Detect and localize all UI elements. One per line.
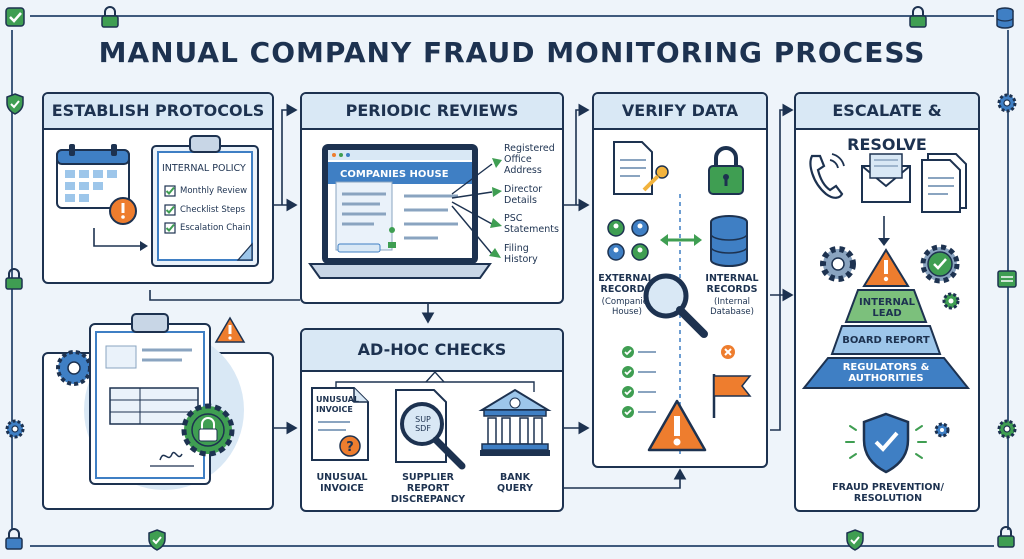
output-registered-office: Registered Office Address: [504, 143, 555, 176]
server-icon: [997, 270, 1017, 288]
output-arrows: [451, 158, 502, 258]
internal-records-title: INTERNAL RECORDS: [705, 273, 759, 295]
shield-check-icon: [846, 529, 864, 551]
companies-house-site-label: COMPANIES HOUSE: [340, 169, 449, 180]
adhoc-item-supplier-report: SUPPLIER REPORT DISCREPANCY: [390, 472, 466, 505]
gear-icon: [942, 292, 960, 310]
mismatch-icon: [721, 345, 735, 359]
document-key-icon: [613, 141, 669, 195]
supplier-report-magnifier-icon: [395, 389, 466, 470]
internal-records-subtitle: (Internal Database): [710, 297, 754, 317]
svg-text:?: ?: [346, 440, 354, 455]
gear-icon: [5, 419, 25, 439]
invoice-document-icon: ?: [311, 387, 369, 461]
shield-check-icon: [845, 412, 927, 474]
lock-icon: [5, 528, 23, 550]
output-filing-history: Filing History: [504, 243, 538, 265]
calendar-icon: [56, 144, 130, 209]
lock-icon: [5, 268, 23, 290]
checkbox-checked-icon: [164, 204, 176, 216]
external-records-users-icon: [607, 219, 649, 261]
gear-icon: [934, 422, 950, 438]
panel-title: ESCALATE & RESOLVE: [796, 94, 978, 154]
tier-internal-lead: INTERNAL LEAD: [859, 297, 915, 319]
policy-item-checklist-steps: Checklist Steps: [180, 205, 246, 215]
adhoc-item-bank-query: BANK QUERY: [497, 472, 533, 494]
adhoc-item-unusual-invoice: UNUSUAL INVOICE: [316, 472, 368, 494]
flag-icon: [712, 374, 752, 418]
check-badge-icon: [920, 244, 960, 284]
tier-board-report: BOARD REPORT: [842, 335, 930, 346]
policy-item-escalation-chain: Escalation Chain: [180, 223, 251, 233]
shield-check-icon: [6, 93, 24, 115]
panel-title: VERIFY DATA: [594, 94, 766, 130]
checkbox-checked-icon: [164, 222, 176, 234]
warning-icon: [109, 197, 137, 225]
gear-icon: [997, 419, 1017, 439]
compare-arrows-icon: [660, 234, 702, 246]
panel-title: PERIODIC REVIEWS: [302, 94, 562, 130]
invoice-document-label: UNUSUAL INVOICE: [316, 395, 359, 414]
output-psc-statements: PSC Statements: [504, 213, 559, 235]
checkbox-checked-icon: [164, 185, 176, 197]
outcome-fraud-prevention: FRAUD PREVENTION/ RESOLUTION: [832, 482, 944, 504]
laptop-icon: [308, 144, 492, 279]
policy-item-monthly-review: Monthly Review: [180, 186, 248, 196]
bank-icon: [478, 388, 552, 456]
database-icon: [710, 215, 748, 267]
escalation-pyramid: [801, 248, 971, 389]
panel-title: ESTABLISH PROTOCOLS: [44, 94, 272, 130]
clipboard-icon: [151, 135, 259, 267]
checklist-icon: [622, 346, 656, 418]
lock-icon: [909, 6, 927, 28]
escalation-arrow: [878, 216, 890, 246]
supplier-report-doc-label: SUP SDF: [415, 415, 431, 433]
shield-check-icon: [148, 529, 166, 551]
page-title: MANUAL COMPANY FRAUD MONITORING PROCESS: [98, 36, 926, 69]
gear-icon: [820, 246, 856, 282]
panel-title: AD-HOC CHECKS: [302, 330, 562, 372]
lock-icon: [101, 6, 119, 28]
clipboard-lock-illustration: [56, 313, 246, 490]
magnifier-icon: [643, 273, 708, 338]
communication-icons: [809, 153, 967, 213]
tier-regulators: REGULATORS & AUTHORITIES: [842, 362, 930, 384]
flow-arrow-icon: [93, 228, 148, 251]
external-records-title: EXTERNAL RECORDS: [598, 273, 654, 295]
output-director-details: Director Details: [504, 184, 543, 206]
gear-icon: [997, 93, 1017, 113]
corner-check-icon: [5, 7, 25, 27]
external-records-subtitle: (Companies House): [601, 297, 653, 317]
warning-icon: [647, 399, 707, 452]
database-icon: [996, 7, 1014, 29]
lock-icon: [997, 526, 1015, 548]
policy-title: INTERNAL POLICY: [162, 163, 246, 174]
lock-icon: [708, 146, 744, 195]
